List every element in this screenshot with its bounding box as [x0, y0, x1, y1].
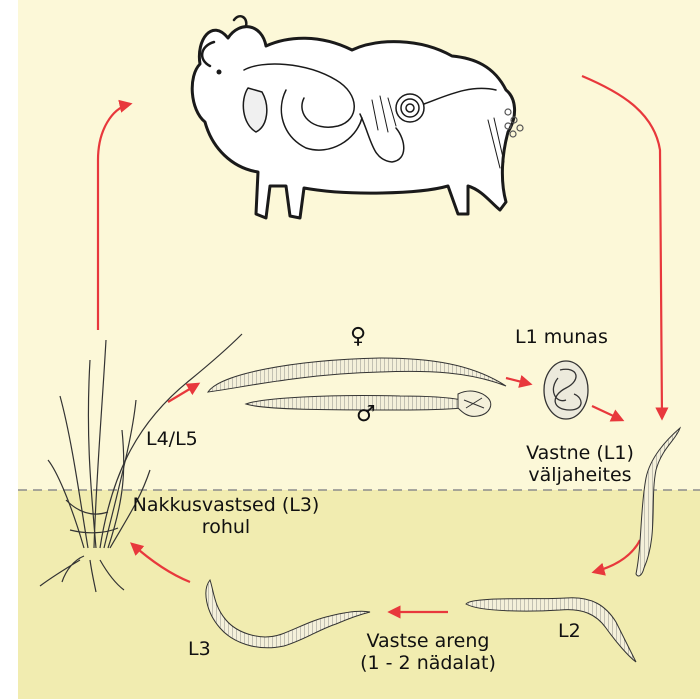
label-larva-in-feces-line2: väljaheites: [510, 464, 650, 486]
male-symbol: ♂: [356, 404, 376, 426]
label-larval-development-line1: Vastse areng: [318, 630, 538, 652]
label-infective-larvae-line2: rohul: [108, 516, 344, 538]
label-l2: L2: [558, 620, 581, 642]
label-l1-eggs: L1 munas: [515, 326, 608, 348]
label-larval-development: Vastse areng (1 - 2 nädalat): [318, 630, 538, 674]
label-infective-larvae-line1: Nakkusvastsed (L3): [108, 494, 344, 516]
egg-with-l1-icon: [544, 361, 588, 419]
label-infective-larvae: Nakkusvastsed (L3) rohul: [108, 494, 344, 538]
female-symbol: ♀: [350, 326, 366, 348]
label-larval-development-line2: (1 - 2 nädalat): [318, 652, 538, 674]
label-l3: L3: [188, 638, 211, 660]
label-l4-l5: L4/L5: [146, 428, 198, 450]
label-larva-in-feces-line1: Vastne (L1): [510, 442, 650, 464]
label-larva-in-feces: Vastne (L1) väljaheites: [510, 442, 650, 486]
